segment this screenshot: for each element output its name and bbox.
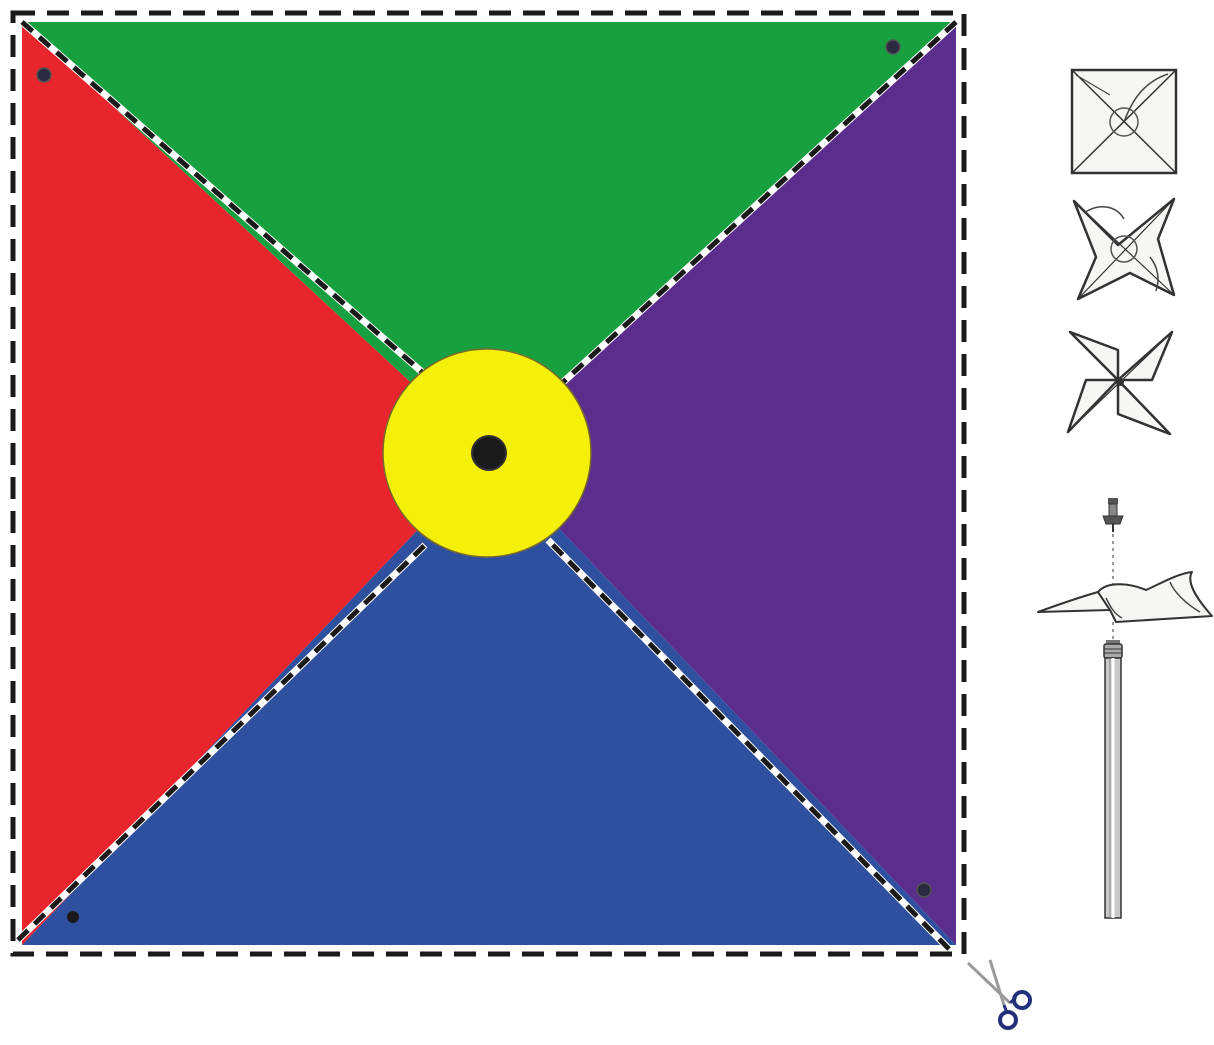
folded-pinwheel-side-icon [1038,572,1212,622]
pin-hole-top-right [886,40,900,54]
push-pin-icon [1103,498,1123,532]
scissors-icon [968,960,1030,1028]
center-pin-hole [472,436,506,470]
pin-hole-top-left [37,68,51,82]
pin-hole-bottom-right [917,883,931,897]
pencil-stick-icon [1104,640,1122,918]
pinwheel-fold-step-3-icon [1068,332,1172,434]
pinwheel-fold-step-1-icon [1072,70,1176,173]
pinwheel-fold-step-2-icon [1074,199,1174,299]
pin-hole-bottom-left [67,911,79,923]
center-circle [383,349,591,557]
